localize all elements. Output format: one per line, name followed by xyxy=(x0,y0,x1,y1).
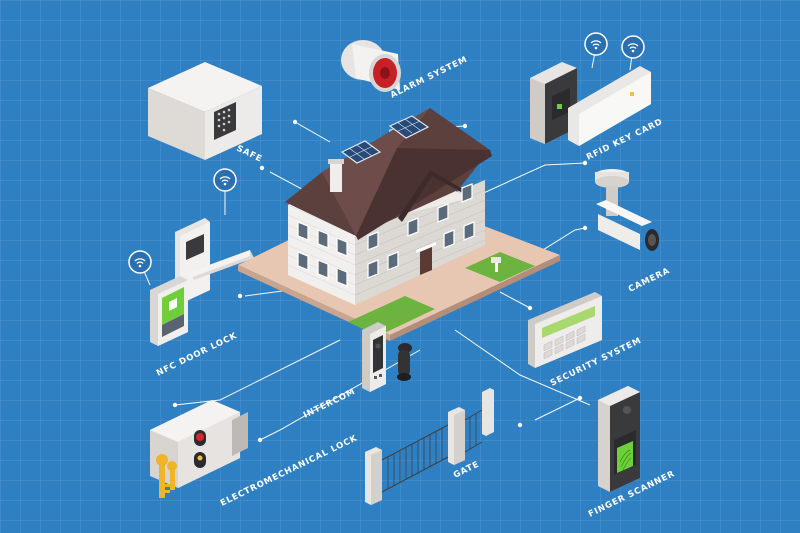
label-safe: SAFE xyxy=(235,144,264,165)
line-camera xyxy=(529,227,586,259)
wifi-icon xyxy=(128,250,152,274)
electromechanical-lock-illustration xyxy=(150,400,248,498)
dot-security xyxy=(527,305,533,311)
line-gate xyxy=(454,329,591,406)
line-intercom xyxy=(174,339,341,406)
line-safe-top xyxy=(294,121,331,143)
gate-illustration xyxy=(365,388,494,505)
wifi-icon xyxy=(621,35,645,59)
smartphone-illustration xyxy=(150,276,188,346)
wifi-icon xyxy=(213,168,237,192)
line-security xyxy=(499,291,531,309)
solar-panel-right xyxy=(388,115,430,139)
label-alarm-system: ALARM SYSTEM xyxy=(389,55,469,101)
dot-gate xyxy=(517,422,523,428)
dot-nfc xyxy=(237,293,243,299)
safe-illustration xyxy=(148,62,262,160)
house-illustration xyxy=(285,108,492,305)
nfc-lock-illustration xyxy=(175,218,254,304)
dot-safe xyxy=(292,119,298,125)
finger-scanner-illustration xyxy=(598,386,640,492)
security-panel-illustration xyxy=(528,292,602,368)
label-camera: CAMERA xyxy=(627,266,672,295)
wifi-badges xyxy=(128,32,645,274)
solar-panel-left xyxy=(340,140,382,164)
dot-intercom xyxy=(172,402,178,408)
dot-camera xyxy=(582,225,588,231)
dot-rfid xyxy=(582,160,588,166)
dot-safe2 xyxy=(259,165,265,171)
camera-illustration xyxy=(595,169,659,251)
rfid-key-card xyxy=(568,66,651,146)
dot-alarm xyxy=(462,123,468,129)
wifi-icon xyxy=(584,32,608,56)
alarm-siren-illustration xyxy=(341,40,401,92)
intercom-handset xyxy=(397,343,412,381)
dot-finger xyxy=(577,395,583,401)
intercom-illustration xyxy=(362,322,412,392)
label-intercom: INTERCOM xyxy=(302,387,357,421)
dot-lock xyxy=(257,437,263,443)
key-icon xyxy=(156,454,177,498)
line-finger xyxy=(534,397,581,421)
